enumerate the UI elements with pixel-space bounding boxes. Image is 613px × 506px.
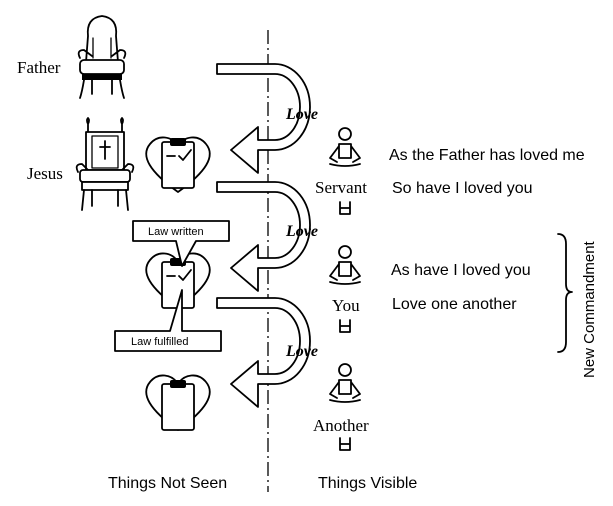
u-turn-arrow-icon [216,63,311,174]
clipboard-icon [161,380,195,431]
jesus-throne-icon [75,117,135,211]
new-commandment-brace [557,233,573,353]
heart-another-icon [145,374,211,431]
another-label: Another [313,416,369,435]
things-visible-label: Things Visible [318,475,417,492]
clipboard-checklist-icon [161,138,195,189]
phrase-4: Love one another [392,296,517,313]
cross-icon [99,140,111,160]
callout-law-fulfilled [114,289,222,352]
u-turn-arrow-icon [216,297,311,408]
father-throne-icon [77,15,127,99]
jesus-label: Jesus [27,164,63,183]
callout-law-written [132,220,230,267]
love-label-2: Love [285,223,318,240]
heart-jesus-icon [145,136,211,193]
person-servant-icon [329,127,361,215]
heart-you-icon [145,252,211,309]
father-label: Father [17,58,61,77]
law-written-label: Law written [148,226,204,238]
phrase-2: So have I loved you [392,180,533,197]
you-label: You [332,296,360,315]
servant-label: Servant [315,178,367,197]
new-commandment-label: New Commandment [581,240,598,378]
u-turn-arrow-icon [216,181,311,292]
person-you-icon [329,245,361,333]
things-not-seen-label: Things Not Seen [108,475,227,492]
love-label-1: Love [285,106,318,123]
phrase-3: As have I loved you [391,262,531,279]
phrase-1: As the Father has loved me [389,147,585,164]
person-another-icon [329,363,361,451]
law-fulfilled-label: Law fulfilled [131,336,188,348]
love-label-3: Love [285,343,318,360]
